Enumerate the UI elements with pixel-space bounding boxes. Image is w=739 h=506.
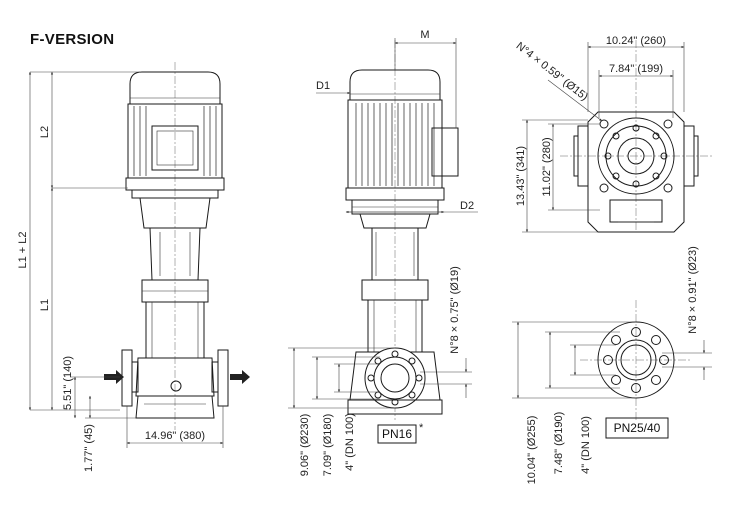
bolt-callout-pn16: N°8 × 0.75" (Ø19) — [449, 266, 461, 353]
dim-dn100-b: 4" (DN 100) — [580, 416, 592, 474]
label-l1: L1 — [39, 299, 51, 311]
flow-arrow-right-icon — [230, 370, 250, 384]
dim-280: 11.02" (280) — [541, 137, 553, 196]
dim-255: 10.04" (Ø255) — [526, 416, 538, 485]
drawing-title: F-VERSION — [30, 31, 114, 48]
flange-bolt-holes-pn25 — [603, 327, 669, 393]
label-l1-plus-l2: L1 + L2 — [17, 231, 29, 268]
dim-45: 1.77" (45) — [83, 424, 95, 472]
dim-190: 7.48" (Ø190) — [553, 412, 565, 475]
front-view: L2 L1 + L2 L1 5.51" (140) 1.77" (45) 14.… — [17, 62, 250, 472]
dim-260: 10.24" (260) — [606, 35, 666, 47]
dim-380: 14.96" (380) — [145, 430, 205, 442]
pn16-asterisk: * — [419, 422, 424, 434]
pn25-40-label: PN25/40 — [614, 421, 661, 435]
pn16-label: PN16 — [382, 427, 412, 441]
plan-view: 10.24" (260) 7.84" (199) N°4 × 0.59" (Ø1… — [514, 35, 712, 233]
dim-140: 5.51" (140) — [62, 356, 74, 410]
label-d2: D2 — [460, 200, 474, 212]
motor-flange-holes-plan — [604, 124, 668, 188]
side-view: M D1 D2 N°8 × 0.75" (Ø19) 9.06" (Ø230) 7… — [288, 29, 478, 476]
label-l2: L2 — [39, 126, 51, 138]
label-d1: D1 — [316, 80, 330, 92]
flange-bolt-holes-pn16 — [367, 350, 423, 406]
label-m: M — [420, 29, 429, 41]
base-holes-callout: N°4 × 0.59" (Ø15) — [514, 40, 590, 103]
dim-dn100-a: 4" (DN 100) — [344, 413, 356, 471]
bolt-callout-pn25: N°8 × 0.91" (Ø23) — [687, 246, 699, 333]
motor-fins-side — [355, 103, 435, 186]
flange-pn25-40-view: N°8 × 0.91" (Ø23) 10.04" (Ø255) 7.48" (Ø… — [512, 246, 712, 484]
dim-341: 13.43" (341) — [515, 146, 527, 206]
dim-199: 7.84" (199) — [609, 63, 663, 75]
dim-230: 9.06" (Ø230) — [299, 414, 311, 477]
motor-fins-front — [133, 106, 217, 176]
dim-180: 7.09" (Ø180) — [322, 414, 334, 477]
